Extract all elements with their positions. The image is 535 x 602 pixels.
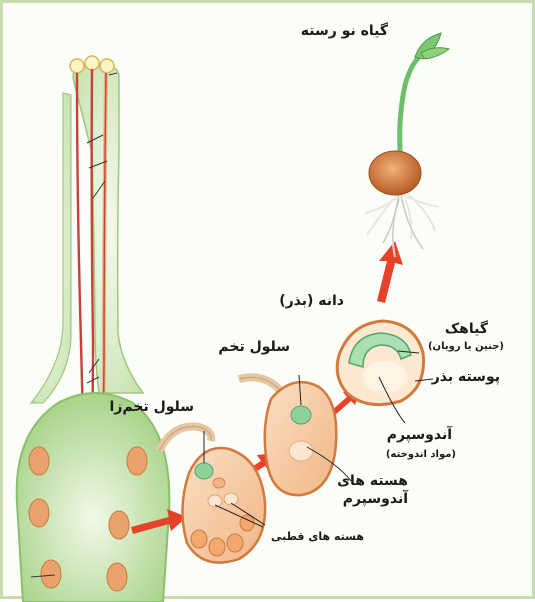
label-seed: دانه (بذر) — [279, 293, 344, 309]
stage-embryo-sac — [159, 427, 265, 563]
stage-seed — [337, 321, 423, 405]
germinating-seed — [369, 151, 421, 195]
label-endosperm-nuclei-2: آندوسپرم — [343, 491, 408, 507]
stigma-lobe — [100, 59, 114, 73]
ovary — [17, 393, 170, 602]
ovule — [107, 563, 127, 591]
endosperm-tissue — [363, 361, 407, 393]
endosperm-nucleus — [289, 441, 313, 461]
label-endosperm-note: (مواد اندوخته) — [386, 449, 456, 461]
arrow-4 — [377, 241, 403, 303]
label-egg-cell: سلول تخم‌زا — [110, 399, 194, 415]
ovule — [109, 511, 129, 539]
egg-cell — [195, 463, 213, 479]
stigma-lobe — [85, 56, 99, 70]
label-seed-coat: پوسته بذر — [432, 369, 500, 385]
fertilization-illustration — [3, 3, 535, 602]
ovary-wall — [17, 393, 170, 602]
ovule — [29, 499, 49, 527]
label-polar-nuclei: هسته های قطبی — [271, 531, 364, 544]
ovule — [41, 560, 61, 588]
label-endosperm-nuclei-1: هسته های — [337, 473, 408, 489]
pistil-style — [73, 67, 143, 393]
ovule — [127, 447, 147, 475]
label-cotyledon: گیاهک — [445, 321, 488, 337]
stage-seedling — [365, 33, 449, 257]
zygote-cell — [291, 406, 311, 424]
label-endosperm: آندوسپرم — [387, 427, 452, 443]
seedling-stem — [400, 53, 423, 165]
ovule — [29, 447, 49, 475]
stigma-lobe — [70, 59, 84, 73]
label-seedling: گیاه نو رسته — [301, 23, 388, 39]
label-cotyledon-note: (جنین یا رویان) — [428, 341, 504, 353]
label-zygote: سلول تخم — [218, 339, 290, 355]
